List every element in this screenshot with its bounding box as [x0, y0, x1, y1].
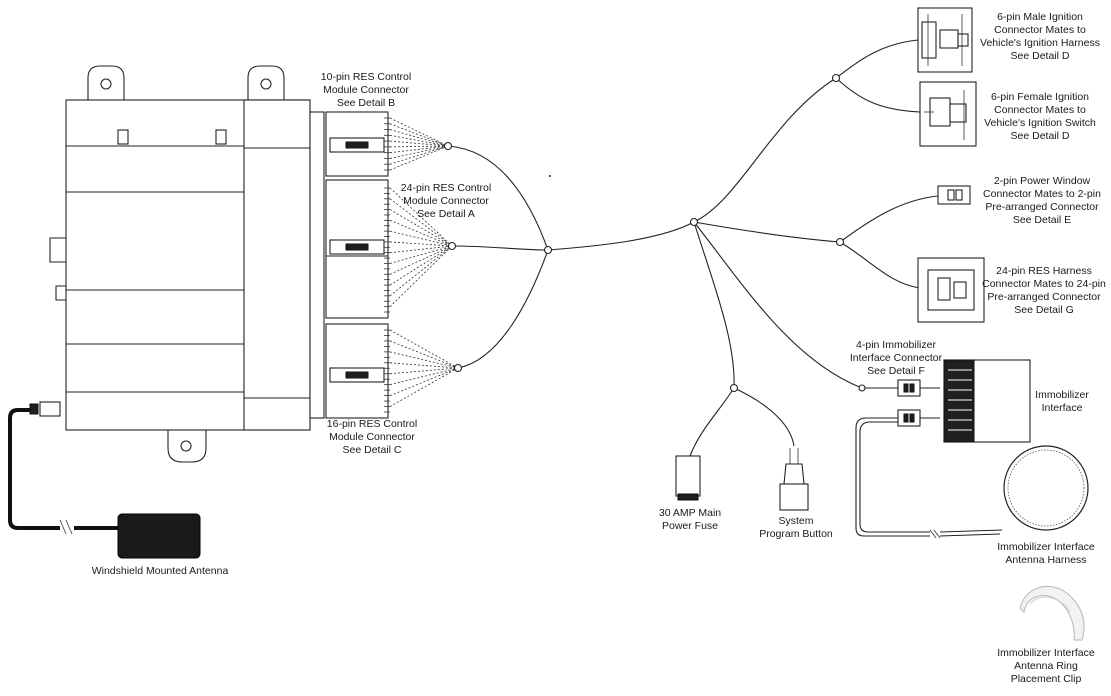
- fan-wire: [389, 329, 459, 369]
- wire-fans: [389, 117, 459, 407]
- svg-text:Program Button: Program Button: [759, 528, 833, 540]
- svg-text:24-pin RES Control: 24-pin RES Control: [401, 182, 491, 194]
- label-conn24: 24-pin RES Control Module Connector See …: [401, 182, 491, 220]
- svg-text:4-pin Immobilizer: 4-pin Immobilizer: [856, 339, 936, 351]
- label-fuse: 30 AMP Main Power Fuse: [659, 507, 721, 532]
- svg-text:See Detail A: See Detail A: [417, 208, 475, 220]
- fan-wire: [389, 219, 453, 247]
- svg-text:6-pin Male Ignition: 6-pin Male Ignition: [997, 11, 1083, 23]
- connector-pins: [384, 117, 390, 413]
- control-module-icon: [49, 65, 325, 463]
- svg-text:Connector Mates to 24-pin: Connector Mates to 24-pin: [982, 278, 1106, 290]
- fan-wire: [389, 134, 449, 147]
- fan-wire: [389, 145, 449, 159]
- fan-wire: [389, 367, 459, 375]
- ignition-female-connector-icon: [919, 81, 977, 147]
- svg-text:2-pin Power Window: 2-pin Power Window: [994, 175, 1091, 187]
- svg-text:10-pin RES Control: 10-pin RES Control: [321, 71, 411, 83]
- svg-text:See Detail G: See Detail G: [1014, 304, 1074, 316]
- svg-text:Module Connector: Module Connector: [403, 195, 489, 207]
- fan-wire: [389, 340, 459, 369]
- svg-text:Antenna Harness: Antenna Harness: [1005, 554, 1086, 566]
- label-conn10: 10-pin RES Control Module Connector See …: [321, 71, 411, 109]
- fan-wire: [389, 230, 453, 247]
- svg-text:24-pin RES Harness: 24-pin RES Harness: [996, 265, 1092, 277]
- fan-wire: [389, 245, 453, 254]
- svg-text:Vehicle's Ignition Harness: Vehicle's Ignition Harness: [980, 37, 1100, 49]
- placement-clip-icon: [1019, 585, 1085, 641]
- connector-10pin-icon: [325, 111, 389, 177]
- label-program-button: System Program Button: [759, 515, 833, 540]
- svg-text:Power Fuse: Power Fuse: [662, 520, 718, 532]
- svg-text:See Detail B: See Detail B: [337, 97, 395, 109]
- svg-text:Pre-arranged Connector: Pre-arranged Connector: [987, 291, 1101, 303]
- fan-wire: [389, 245, 453, 297]
- antenna-icon: [8, 401, 201, 559]
- svg-text:Immobilizer: Immobilizer: [1035, 389, 1089, 401]
- main-harness: [443, 39, 939, 457]
- label-immobilizer-interface: Immobilizer Interface: [1035, 389, 1089, 414]
- fan-wire: [389, 145, 449, 154]
- svg-text:Module Connector: Module Connector: [329, 431, 415, 443]
- ignition-male-connector-icon: [917, 7, 973, 73]
- svg-text:Connector Mates to: Connector Mates to: [994, 24, 1086, 36]
- program-button-icon: [779, 448, 809, 511]
- label-res-harness: 24-pin RES Harness Connector Mates to 24…: [982, 265, 1106, 316]
- label-antenna-harness: Immobilizer Interface Antenna Harness: [997, 541, 1095, 566]
- antenna-harness-wire: [855, 417, 1003, 539]
- svg-text:See Detail D: See Detail D: [1011, 130, 1070, 142]
- fan-wire: [389, 198, 453, 247]
- label-ignition-female: 6-pin Female Ignition Connector Mates to…: [984, 91, 1096, 142]
- fan-wire: [389, 362, 459, 369]
- label-ignition-male: 6-pin Male Ignition Connector Mates to V…: [980, 11, 1100, 62]
- svg-text:Module Connector: Module Connector: [323, 84, 409, 96]
- svg-text:30 AMP Main: 30 AMP Main: [659, 507, 721, 519]
- svg-text:See Detail F: See Detail F: [867, 365, 925, 377]
- immobilizer-connector-icon: [897, 379, 940, 427]
- svg-text:See Detail C: See Detail C: [343, 444, 402, 456]
- svg-text:Antenna Ring: Antenna Ring: [1014, 660, 1078, 672]
- fan-wire: [389, 117, 449, 147]
- fan-wire: [389, 245, 453, 275]
- svg-text:6-pin Female Ignition: 6-pin Female Ignition: [991, 91, 1089, 103]
- label-conn16: 16-pin RES Control Module Connector See …: [327, 418, 417, 456]
- power-window-connector-icon: [937, 185, 971, 205]
- fan-wire: [389, 245, 453, 264]
- fan-wire: [389, 145, 449, 148]
- fan-wire: [389, 145, 449, 165]
- connector-24pin-icon: [325, 179, 389, 319]
- fuse-icon: [675, 455, 701, 501]
- svg-text:Connector Mates to: Connector Mates to: [994, 104, 1086, 116]
- label-immobilizer-connector: 4-pin Immobilizer Interface Connector Se…: [850, 339, 943, 377]
- svg-text:System: System: [778, 515, 813, 527]
- svg-text:Immobilizer Interface: Immobilizer Interface: [997, 541, 1095, 553]
- label-power-window: 2-pin Power Window Connector Mates to 2-…: [983, 175, 1101, 226]
- svg-text:See Detail E: See Detail E: [1013, 214, 1071, 226]
- fan-wire: [389, 367, 459, 407]
- label-placement-clip: Immobilizer Interface Antenna Ring Place…: [997, 647, 1095, 685]
- fan-wire: [389, 140, 449, 147]
- immobilizer-box-icon: [943, 359, 1031, 443]
- svg-text:Placement Clip: Placement Clip: [1011, 673, 1082, 685]
- antenna-ring-icon: [1003, 445, 1089, 531]
- svg-text:Vehicle's Ignition Switch: Vehicle's Ignition Switch: [984, 117, 1096, 129]
- fan-wire: [389, 145, 449, 171]
- svg-text:See Detail D: See Detail D: [1011, 50, 1070, 62]
- fan-wire: [389, 367, 459, 396]
- svg-text:Connector Mates to 2-pin: Connector Mates to 2-pin: [983, 188, 1101, 200]
- fan-wire: [389, 245, 453, 307]
- connector-16pin-icon: [325, 323, 389, 419]
- res-harness-connector-icon: [917, 257, 985, 323]
- fan-wire: [389, 123, 449, 147]
- stray-mark: [549, 175, 551, 177]
- svg-text:16-pin RES Control: 16-pin RES Control: [327, 418, 417, 430]
- svg-text:Immobilizer Interface: Immobilizer Interface: [997, 647, 1095, 659]
- fan-wire: [389, 245, 453, 286]
- svg-text:Windshield Mounted Antenna: Windshield Mounted Antenna: [92, 565, 229, 577]
- svg-text:Interface: Interface: [1042, 402, 1083, 414]
- label-antenna: Windshield Mounted Antenna: [92, 565, 229, 577]
- svg-text:Pre-arranged Connector: Pre-arranged Connector: [985, 201, 1099, 213]
- svg-text:Interface Connector: Interface Connector: [850, 352, 943, 364]
